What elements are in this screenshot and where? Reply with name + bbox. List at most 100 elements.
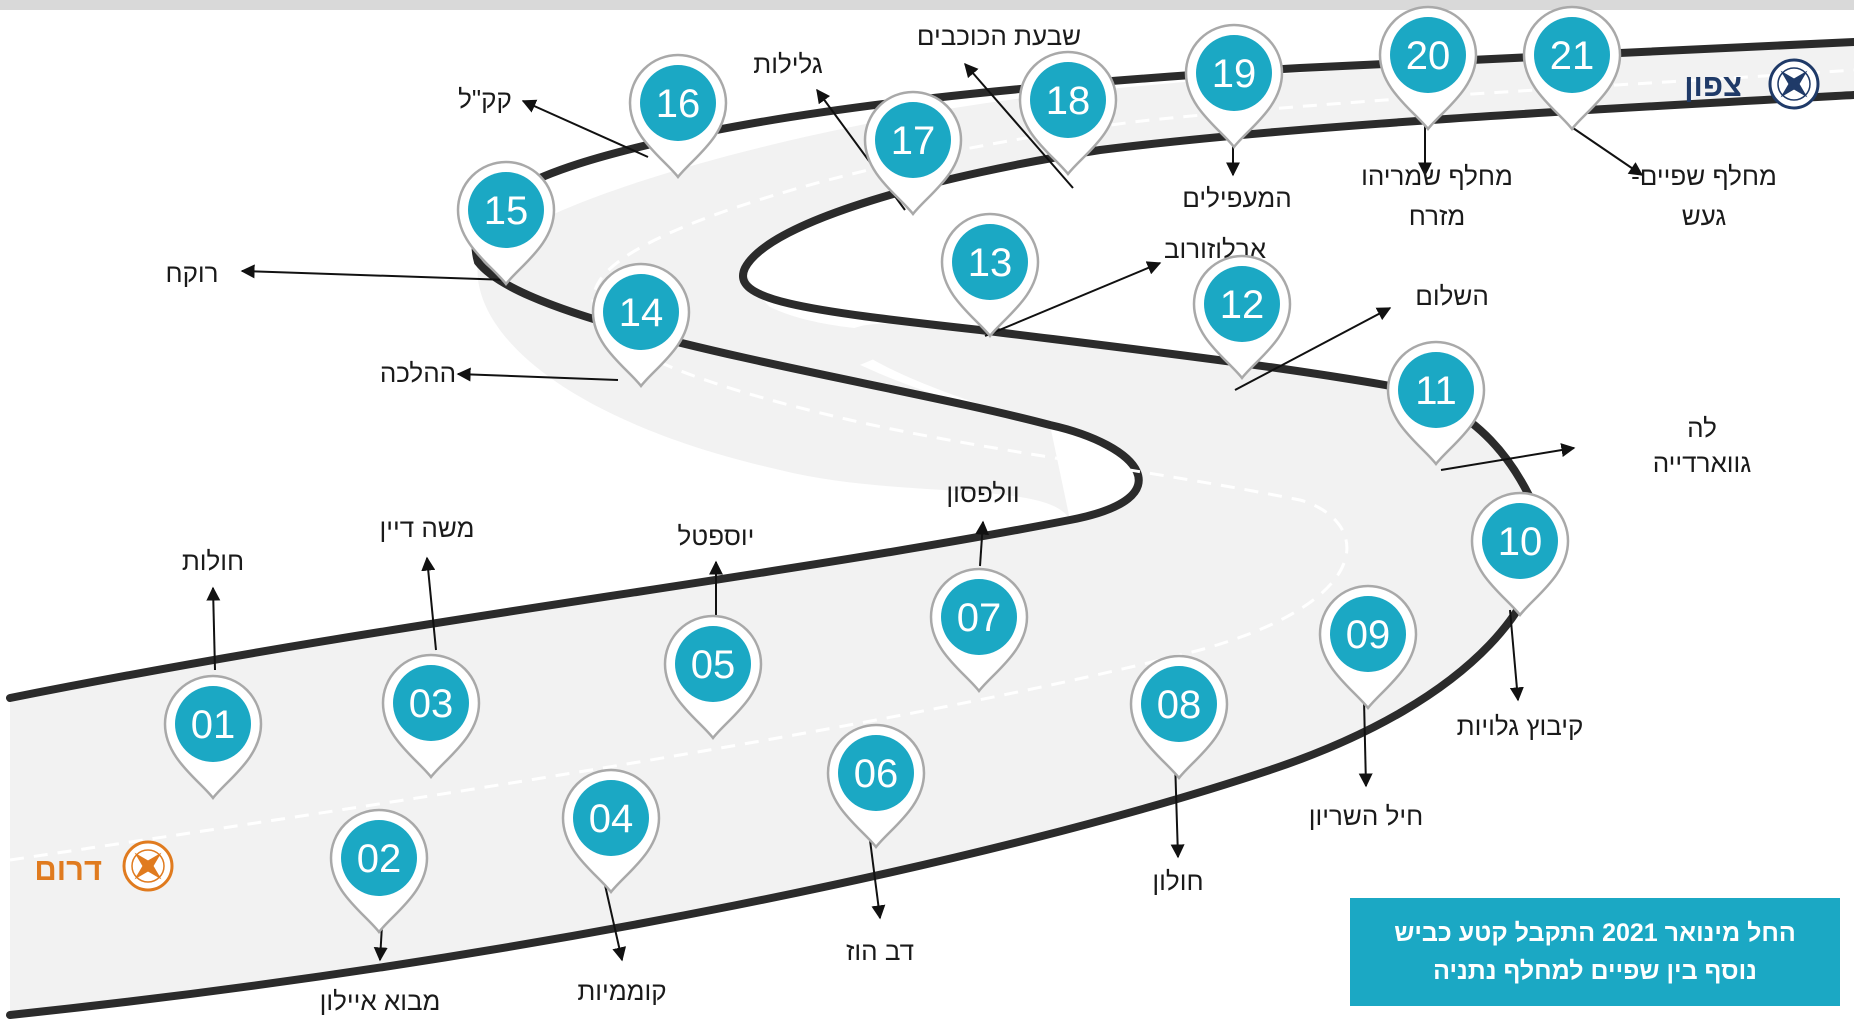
station-01-leader-arrow [206, 586, 221, 671]
station-10-label: קיבוץ גלויות [1457, 711, 1584, 741]
station-20-label: מחלף שמריהו [1361, 161, 1513, 191]
station-05-label: יוספטל [678, 521, 755, 551]
station-number: 09 [1346, 613, 1391, 657]
station-pin-17: 17 [863, 90, 963, 217]
station-number: 04 [589, 797, 634, 841]
station-11-label: לה [1687, 413, 1717, 443]
pin-badge [341, 820, 417, 896]
station-01-label: חולות [182, 546, 244, 576]
station-pin-09: 09 [1318, 584, 1418, 711]
compass-icon [1768, 58, 1820, 110]
station-20-label: מזרח [1409, 201, 1466, 231]
road-centerline [9, 68, 1854, 862]
station-number: 11 [1415, 369, 1457, 413]
station-pin-14: 14 [591, 262, 691, 389]
station-pin-07: 07 [929, 567, 1029, 694]
station-number: 16 [656, 82, 701, 126]
station-number: 17 [891, 119, 936, 163]
station-pin-02: 02 [329, 808, 429, 935]
north-label: צפון [1684, 68, 1742, 103]
station-pin-13: 13 [940, 212, 1040, 339]
pin-badge [875, 102, 951, 178]
note-line-2: נוסף בין שפיים למחלף נתניה [1433, 957, 1757, 985]
station-number: 12 [1220, 283, 1265, 327]
station-12-leader-arrow [1234, 307, 1392, 391]
station-pin-08: 08 [1129, 654, 1229, 781]
pin-badge [941, 579, 1017, 655]
station-pin-10: 10 [1470, 491, 1570, 618]
pin-badge [952, 224, 1028, 300]
note-line-1: החל מינואר 2021 התקבל קטע כביש [1394, 919, 1796, 947]
station-04-label: קוממיות [577, 976, 666, 1006]
station-03-leader-arrow [421, 556, 437, 651]
station-number: 15 [484, 189, 529, 233]
station-number: 14 [619, 291, 664, 335]
top-border [0, 0, 1854, 10]
station-number: 05 [691, 643, 736, 687]
south-label: דרום [34, 852, 102, 887]
station-pin-04: 04 [561, 768, 661, 895]
station-15-leader-arrow [240, 264, 511, 281]
station-06-label: דב הוז [846, 936, 914, 966]
pin-badge [603, 274, 679, 350]
pin-badge [1030, 62, 1106, 138]
station-number: 07 [957, 596, 1002, 640]
pin-badge [1330, 596, 1406, 672]
station-12-label: השלום [1415, 281, 1489, 311]
station-14-leader-arrow [456, 367, 619, 382]
station-03-label: משה דיין [380, 513, 475, 543]
pin-badge [175, 686, 251, 762]
station-number: 13 [968, 241, 1013, 285]
station-pin-11: 11 [1386, 340, 1486, 467]
pin-badge [1482, 503, 1558, 579]
pin-badge [1204, 266, 1280, 342]
station-18-leader-arrow [964, 62, 1074, 189]
pin-badge [1196, 35, 1272, 111]
pin-badge [1534, 17, 1610, 93]
station-11-label: גווארדייה [1653, 448, 1752, 478]
station-02-label: מבוא איילון [320, 986, 441, 1016]
station-number: 18 [1046, 79, 1091, 123]
station-18-label: שבעת הכוכבים [917, 21, 1081, 51]
station-pin-12: 12 [1192, 254, 1292, 381]
station-number: 01 [191, 703, 236, 747]
pin-badge [1390, 17, 1466, 93]
station-16-leader-arrow [521, 99, 649, 158]
station-07-label: וולפסון [946, 478, 1019, 508]
station-number: 03 [409, 682, 454, 726]
pin-badge [1398, 352, 1474, 428]
road-edge-upper [6, 38, 1854, 702]
pin-badge [640, 65, 716, 141]
station-08-label: חולון [1152, 866, 1203, 896]
info-note-box: החל מינואר 2021 התקבל קטע כביש נוסף בין … [1350, 898, 1840, 1006]
pin-badge [675, 626, 751, 702]
station-10-leader-arrow [1509, 609, 1524, 702]
pin-badge [1141, 666, 1217, 742]
station-pin-20: 20 [1378, 5, 1478, 132]
station-11-leader-arrow [1440, 443, 1576, 471]
pin-badge [838, 735, 914, 811]
station-07-leader-arrow [975, 520, 990, 567]
station-number: 20 [1406, 34, 1451, 78]
station-17-label: גלילות [753, 49, 823, 79]
station-21-label: געש [1682, 201, 1727, 231]
station-06-leader-arrow [869, 839, 886, 920]
station-number: 21 [1550, 34, 1595, 78]
station-pin-16: 16 [628, 53, 728, 180]
station-pin-19: 19 [1184, 23, 1284, 150]
station-15-label: רוקח [165, 258, 218, 288]
station-number: 08 [1157, 683, 1202, 727]
station-19-label: המעפילים [1182, 183, 1291, 213]
station-02-leader-arrow [373, 924, 388, 962]
station-08-leader-arrow [1170, 759, 1185, 859]
station-pin-05: 05 [663, 614, 763, 741]
station-04-leader-arrow [604, 884, 627, 962]
station-09-label: חיל השריון [1309, 801, 1423, 831]
station-number: 02 [357, 837, 402, 881]
station-number: 10 [1498, 520, 1543, 564]
station-callouts: חולות מבוא איילון משה דיין קוממיות יוספטל דב … [165, 21, 1776, 1016]
north-direction: צפון [1684, 58, 1820, 110]
pin-badge [393, 665, 469, 741]
